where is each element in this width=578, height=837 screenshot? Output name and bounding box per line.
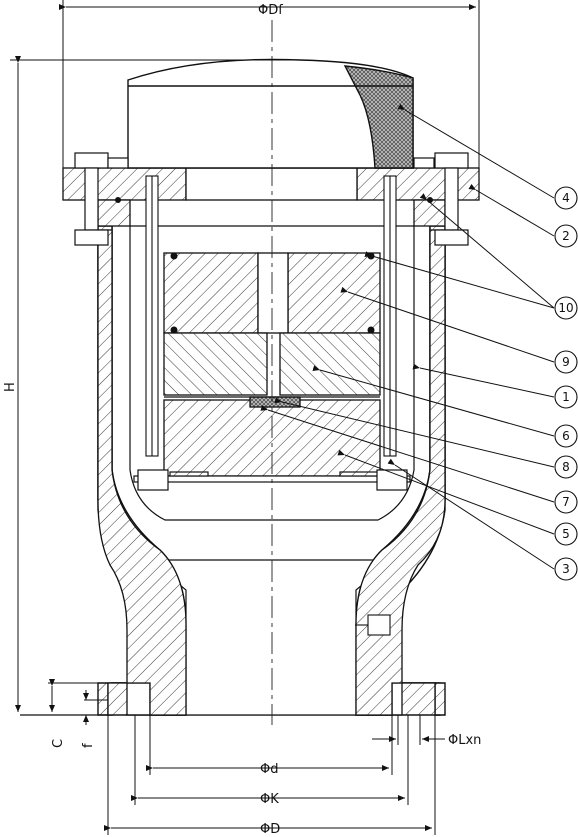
guide-rods (145, 175, 397, 457)
callout-bubble-3 (554, 557, 578, 581)
dim-lxn-label: ΦLxn (448, 733, 481, 748)
side-plug (355, 614, 391, 636)
callout-label: 6 (562, 429, 570, 443)
callout-bubble-5 (554, 522, 578, 546)
callout-bubble-8 (554, 455, 578, 479)
callout-label: 2 (562, 229, 570, 243)
callout-label: 9 (562, 355, 570, 369)
callout-leaders (260, 103, 555, 570)
top-bolts (74, 152, 469, 246)
top-flange (62, 167, 480, 227)
callout-bubble-4 (554, 186, 578, 210)
callout-bubble-10 (554, 296, 578, 320)
top-cap (127, 58, 414, 169)
dimension-lines (10, 0, 480, 835)
callout-label: 8 (562, 460, 570, 474)
dim-d-label: Φd (260, 762, 278, 777)
callout-label: 1 (562, 390, 570, 404)
callout-bubbles (554, 186, 578, 581)
dim-k-label: ΦK (260, 792, 279, 807)
callout-label: 7 (562, 495, 570, 509)
callout-bubble-7 (554, 490, 578, 514)
dim-h-label: H (3, 382, 18, 392)
callout-bubble-2 (554, 224, 578, 248)
callout-label: 5 (562, 527, 570, 541)
dim-c-label: C (51, 739, 66, 748)
callout-label: 3 (562, 562, 570, 576)
dim-f-label: f (81, 743, 96, 748)
callout-bubble-1 (554, 385, 578, 409)
callout-bubble-6 (554, 424, 578, 448)
dim-df-label: ΦDf (258, 3, 283, 18)
callout-label: 10 (558, 301, 573, 315)
callout-bubble-9 (554, 350, 578, 374)
callout-label: 4 (562, 191, 570, 205)
dim-dd-label: ΦD (260, 822, 280, 837)
neck-left-wall (97, 229, 187, 716)
callout-labels: 4 2 10 9 1 6 8 7 5 3 (558, 191, 573, 576)
neck-right-wall (355, 229, 446, 716)
